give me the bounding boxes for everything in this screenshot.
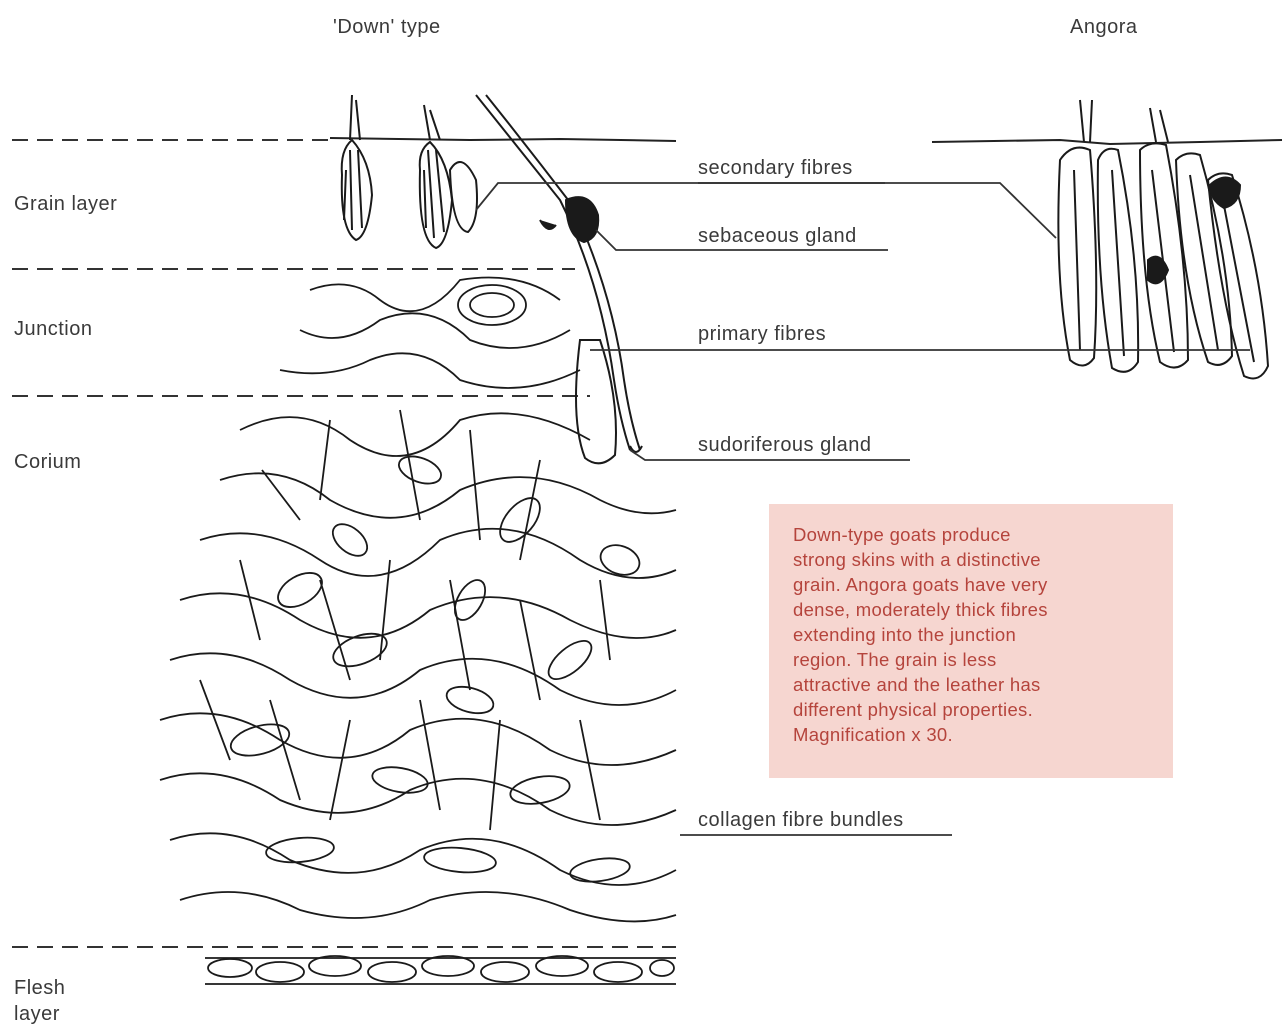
caption-box: Down-type goats produce strong skins wit… <box>769 504 1173 778</box>
grain-layer-label: Grain layer <box>14 193 117 216</box>
down-type-heading: 'Down' type <box>333 16 441 39</box>
flesh-layer-label: Flesh layer <box>14 975 65 1025</box>
down-primary-fibre <box>476 95 642 463</box>
caption-text: Down-type goats produce strong skins wit… <box>793 522 1155 747</box>
layer-boundaries <box>12 140 676 947</box>
angora-skin-surface <box>932 140 1282 144</box>
down-secondary-fibres <box>342 95 477 248</box>
skin-surface <box>330 138 1282 144</box>
primary-fibres-label: primary fibres <box>698 323 826 346</box>
junction-label: Junction <box>14 318 93 341</box>
corium-label: Corium <box>14 451 81 474</box>
corium-collagen-network <box>160 278 676 922</box>
angora-heading: Angora <box>1070 16 1138 39</box>
sebaceous-gland-shape <box>566 197 598 242</box>
down-skin-surface <box>330 138 676 141</box>
collagen-fibre-bundles-label: collagen fibre bundles <box>698 809 904 832</box>
secondary-fibres-label: secondary fibres <box>698 157 853 180</box>
sudoriferous-gland-label: sudoriferous gland <box>698 434 872 457</box>
sebaceous-gland-label: sebaceous gland <box>698 225 857 248</box>
flesh-layer-texture <box>205 956 676 984</box>
